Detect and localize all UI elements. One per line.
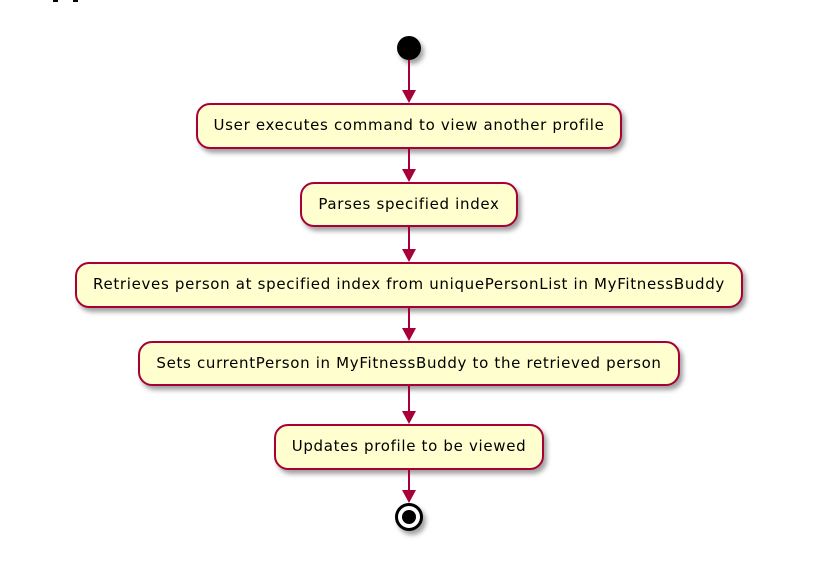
crop-artifact bbox=[53, 0, 58, 2]
flow-arrow bbox=[402, 386, 416, 424]
arrow-shaft bbox=[408, 60, 410, 91]
activity-step-5: Updates profile to be viewed bbox=[273, 424, 545, 470]
activity-step-3: Retrieves person at specified index from… bbox=[75, 262, 743, 308]
arrowhead-icon bbox=[402, 489, 416, 503]
activity-step-2: Parses specified index bbox=[300, 181, 518, 227]
flow-arrow bbox=[402, 227, 416, 262]
activity-step-1: User executes command to view another pr… bbox=[195, 103, 623, 149]
flow-arrow bbox=[402, 469, 416, 503]
end-node-dot bbox=[402, 509, 416, 524]
end-node-icon bbox=[395, 502, 423, 531]
arrow-shaft bbox=[408, 469, 410, 491]
arrow-shaft bbox=[408, 227, 410, 250]
arrowhead-icon bbox=[402, 327, 416, 341]
activity-step-4: Sets currentPerson in MyFitnessBuddy to … bbox=[138, 340, 680, 386]
arrowhead-icon bbox=[402, 90, 416, 103]
start-node-icon bbox=[397, 36, 421, 60]
flow-arrow bbox=[402, 148, 416, 182]
crop-artifact bbox=[73, 0, 78, 2]
arrow-shaft bbox=[408, 386, 410, 412]
arrowhead-icon bbox=[402, 249, 416, 262]
flow-arrow bbox=[402, 307, 416, 341]
arrowhead-icon bbox=[402, 411, 416, 424]
arrow-shaft bbox=[408, 307, 410, 329]
arrowhead-icon bbox=[402, 168, 416, 182]
flow-arrow bbox=[402, 60, 416, 103]
arrow-shaft bbox=[408, 148, 410, 170]
